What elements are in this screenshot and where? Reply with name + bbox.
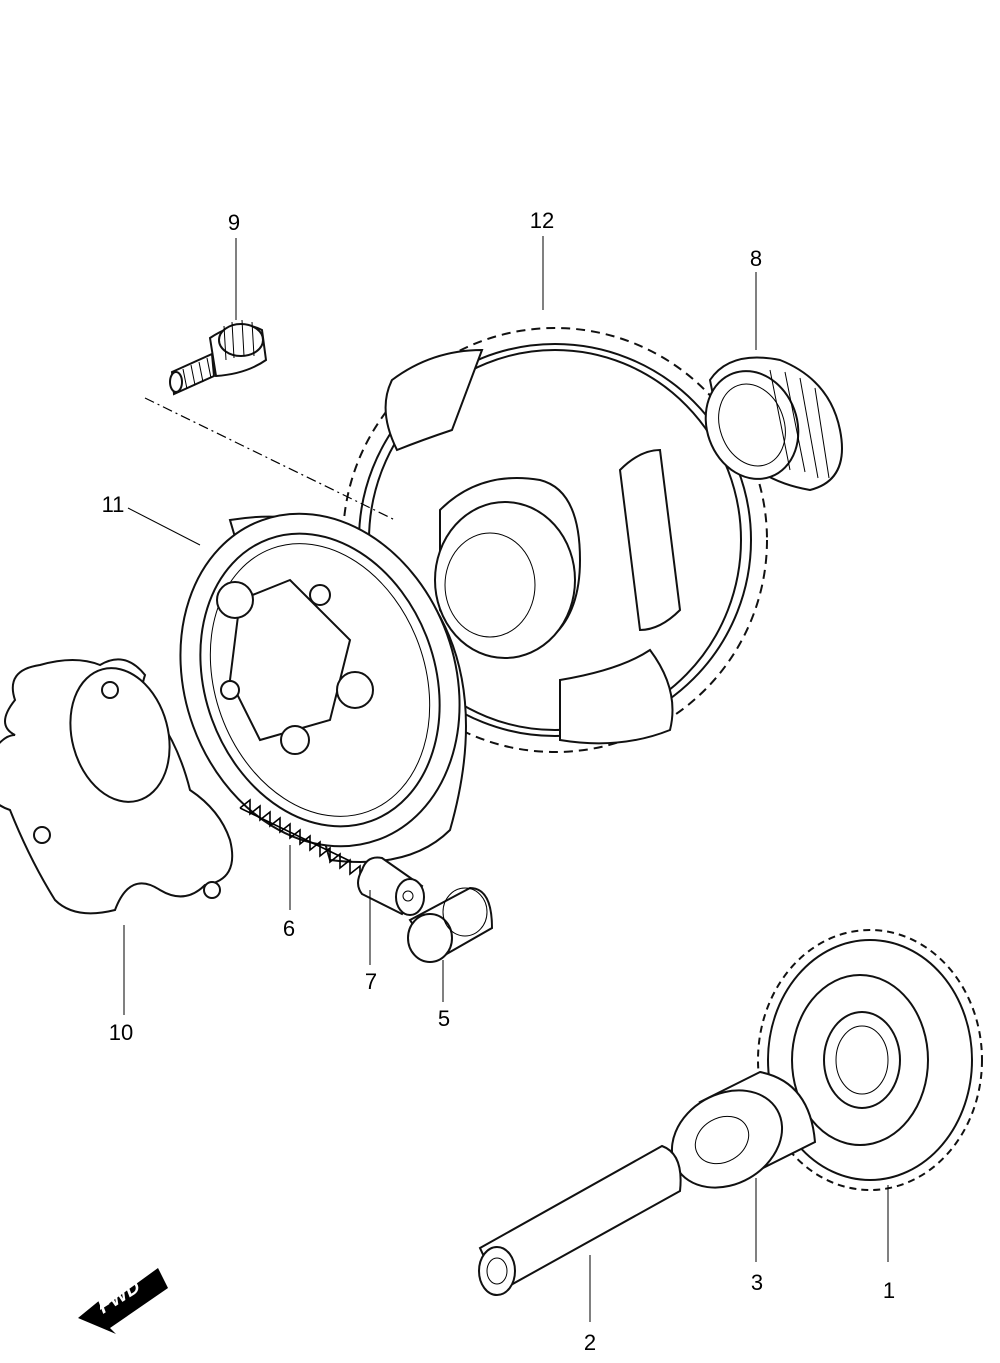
- callout-8: 8: [750, 246, 762, 271]
- callout-3: 3: [751, 1270, 763, 1295]
- part-1-idle-gear: [757, 929, 983, 1191]
- leader-line-11: [127, 507, 201, 546]
- callout-2: 2: [584, 1330, 596, 1355]
- callout-11: 11: [102, 492, 125, 517]
- part-6-spring: [239, 798, 361, 880]
- callout-1: 1: [883, 1278, 895, 1303]
- part-10-plate: [0, 658, 234, 915]
- part-5-roller: [407, 886, 494, 963]
- part-9-bolt: [169, 319, 268, 396]
- callout-7: 7: [365, 969, 377, 994]
- callout-9: 9: [228, 210, 240, 235]
- fwd-arrow-icon: FWD: [78, 1268, 168, 1334]
- callout-6: 6: [283, 916, 295, 941]
- callout-12: 12: [530, 208, 554, 233]
- part-2-shaft: [478, 1144, 682, 1296]
- part-3-bushing: [670, 1070, 817, 1189]
- callout-5: 5: [438, 1006, 450, 1031]
- alignment-centerline: [144, 397, 396, 521]
- part-11-starter-clutch: [179, 512, 467, 863]
- part-8-needle-bearing: [704, 356, 843, 492]
- callout-10: 10: [109, 1020, 133, 1045]
- part-7-cap: [357, 856, 425, 916]
